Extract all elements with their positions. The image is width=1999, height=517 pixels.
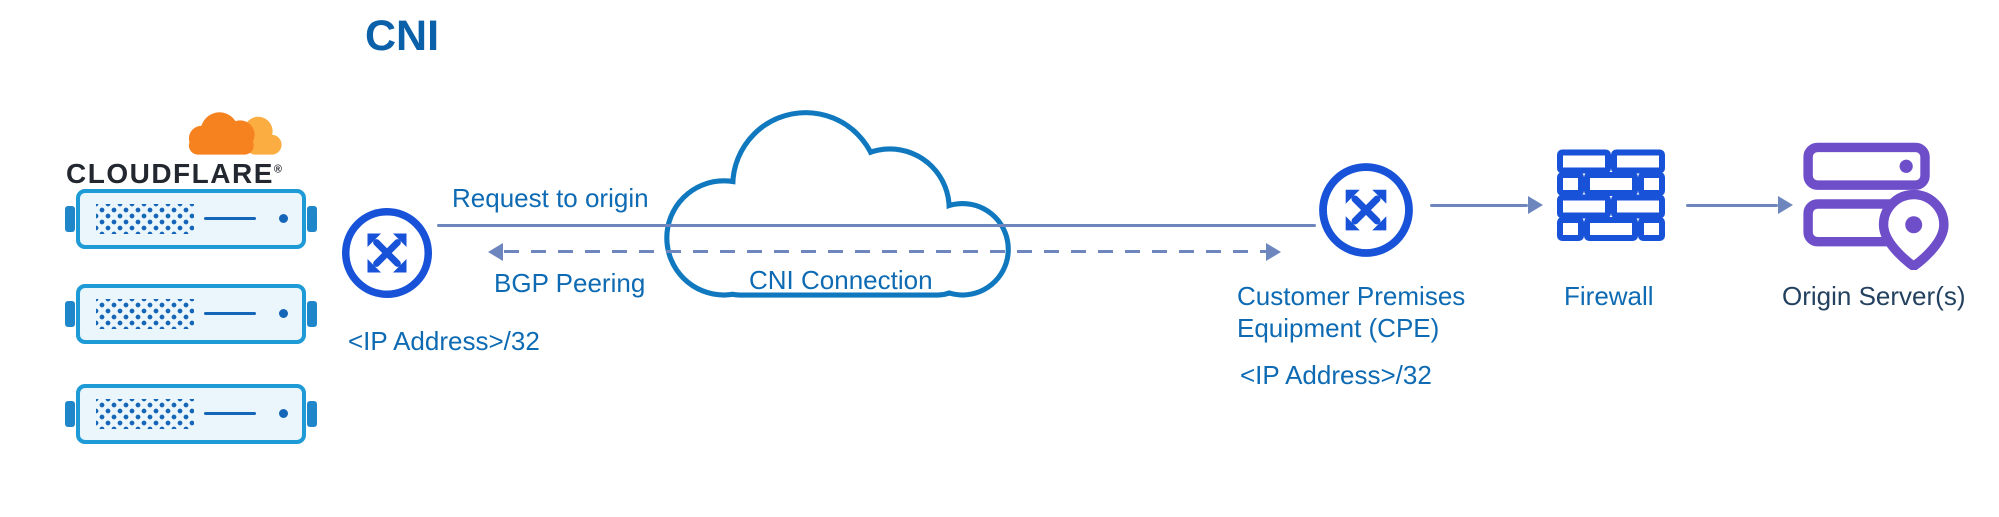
cpe-to-firewall-line <box>1430 204 1528 207</box>
registered-mark: ® <box>273 163 284 176</box>
bgp-dashed-line <box>504 250 1266 253</box>
server-led-icon <box>279 409 288 418</box>
origin-servers-icon <box>1803 142 1949 270</box>
firewall-to-origin-line <box>1686 204 1778 207</box>
server-led-icon <box>279 214 288 223</box>
request-line <box>437 224 1316 227</box>
rack-server-icon <box>65 189 317 249</box>
rack-server-icon <box>65 384 317 444</box>
cpe-interconnect-icon <box>1319 163 1413 257</box>
cpe-ip-label: <IP Address>/32 <box>1240 360 1432 390</box>
server-vents <box>96 299 194 329</box>
diagram-title: CNI <box>365 12 440 60</box>
server-slot-line <box>204 312 256 315</box>
server-led-icon <box>279 309 288 318</box>
cloud-outline-icon <box>664 110 1011 298</box>
cpe-label-line1: Customer Premises <box>1237 281 1466 311</box>
arrow-right-icon <box>1528 196 1543 214</box>
arrow-right-icon <box>1266 243 1281 261</box>
bgp-peering-label: BGP Peering <box>494 268 646 298</box>
firewall-icon <box>1557 149 1665 241</box>
cloudflare-cloud-icon <box>188 112 282 155</box>
rack-server-icon <box>65 284 317 344</box>
origin-servers-label: Origin Server(s) <box>1782 281 1966 311</box>
cloudflare-wordmark-text: CLOUDFLARE <box>66 158 274 189</box>
cpe-label-line2: Equipment (CPE) <box>1237 313 1440 343</box>
request-to-origin-label: Request to origin <box>452 183 649 213</box>
arrow-left-icon <box>488 243 503 261</box>
network-interconnect-icon <box>342 208 432 298</box>
interconnect-ip-label: <IP Address>/32 <box>348 326 540 356</box>
server-slot-line <box>204 217 256 220</box>
firewall-label: Firewall <box>1564 281 1654 311</box>
server-vents <box>96 399 194 429</box>
cni-connection-label: CNI Connection <box>749 265 933 295</box>
server-slot-line <box>204 412 256 415</box>
server-vents <box>96 204 194 234</box>
arrow-right-icon <box>1778 196 1793 214</box>
cloudflare-wordmark: CLOUDFLARE® <box>66 158 283 190</box>
